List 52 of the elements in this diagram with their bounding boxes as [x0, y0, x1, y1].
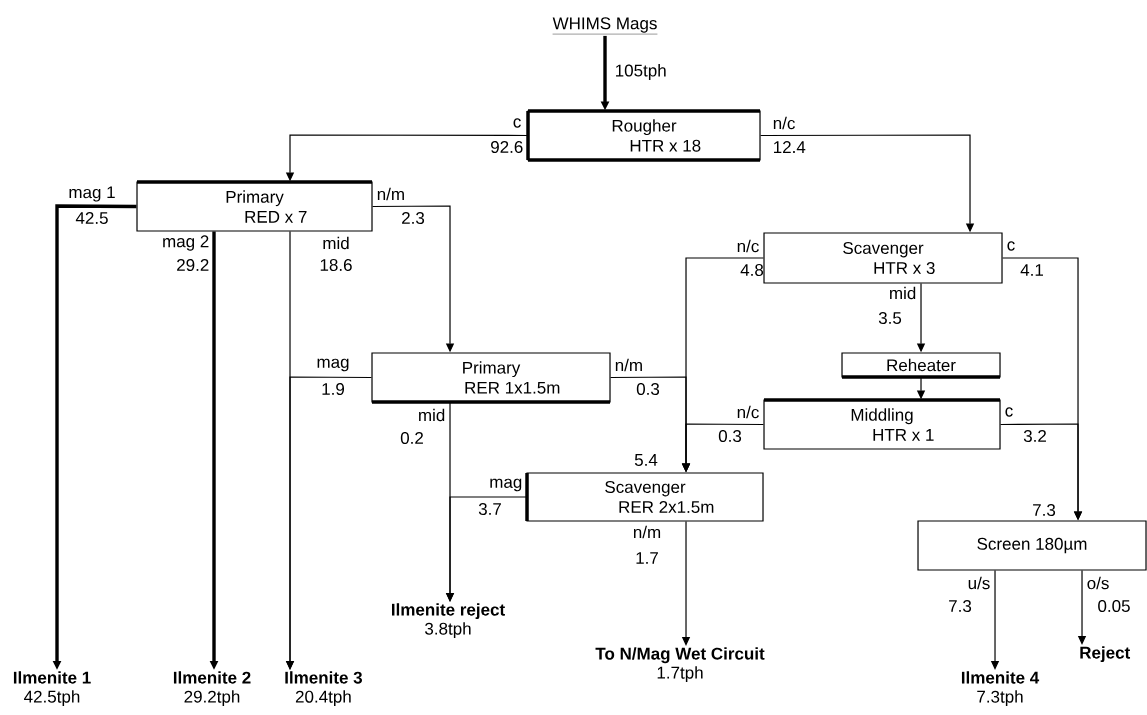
edge-label: mag: [488, 478, 523, 492]
process-box: Rougher HTR x 18: [526, 109, 761, 162]
stream-label: Ilmenite 1 42.5tph: [13, 671, 91, 707]
edge-label: mid: [888, 286, 917, 300]
edge-label: o/s: [1086, 576, 1110, 590]
flow-rate: 42.5: [75, 212, 108, 225]
process-box: Middling HTR x 1: [763, 398, 1001, 450]
edge-label: n/m: [376, 187, 406, 201]
flow-rate: 7.3: [949, 600, 972, 613]
edge-label: n/c: [772, 116, 796, 130]
stream-label: Ilmenite 4 7.3tph: [961, 671, 1040, 707]
flow-rate: 7.3: [1033, 504, 1056, 517]
edge-label: 105tph: [614, 63, 668, 81]
edge-label: c: [1004, 406, 1014, 418]
stream-label: Ilmenite reject 3.8tph: [392, 603, 505, 639]
edge-label: n/c: [736, 405, 760, 419]
flow-rate: 3.7: [478, 503, 501, 516]
flow-rate: 1.7: [636, 552, 658, 564]
edge-label: mag 2: [161, 234, 210, 252]
flow-rate: 4.8: [740, 264, 764, 277]
flow-rate: 0.05: [1098, 600, 1130, 613]
edge-label: n/m: [632, 525, 662, 539]
flow-rate: 0.3: [718, 430, 742, 443]
edge-label: n/m: [614, 358, 644, 372]
edge-label: c: [512, 117, 522, 129]
process-box: Primary RER 1x1.5m: [371, 352, 611, 404]
flow-rate: 92.6: [491, 141, 523, 154]
edge-label: mag 1: [67, 185, 117, 203]
edge-label: mid: [417, 408, 446, 422]
flow-rate: 2.3: [402, 212, 425, 225]
process-box: Reheater: [841, 352, 1001, 379]
edge-label: mid: [321, 236, 351, 250]
flow-rate: 4.1: [1020, 264, 1043, 276]
flow-rate: 3.2: [1023, 430, 1046, 443]
flow-rate: 3.5: [878, 312, 902, 325]
flow-rate: 12.4: [774, 141, 806, 153]
flow-rate: 18.6: [320, 259, 352, 272]
stream-label: WHIMS Mags: [552, 17, 658, 35]
flow-rate: 5.4: [634, 454, 658, 466]
flow-rate: 0.3: [636, 383, 660, 396]
stream-label: Ilmenite 3 20.4tph: [285, 671, 362, 707]
stream-label: Reject: [1080, 646, 1131, 663]
flow-rate: 29.2: [177, 259, 209, 272]
flow-rate: 1.9: [322, 383, 345, 396]
stream-label: To N/Mag Wet Circuit 1.7tph: [595, 647, 765, 683]
edge-label: u/s: [967, 576, 991, 590]
edge-label: c: [1006, 240, 1016, 252]
edge-label: mag: [315, 358, 351, 372]
process-box: Screen 180µm: [917, 520, 1147, 571]
flow-rate: 0.2: [400, 432, 423, 445]
stream-label: Ilmenite 2 29.2tph: [173, 671, 251, 707]
edge-label: n/c: [736, 239, 760, 253]
